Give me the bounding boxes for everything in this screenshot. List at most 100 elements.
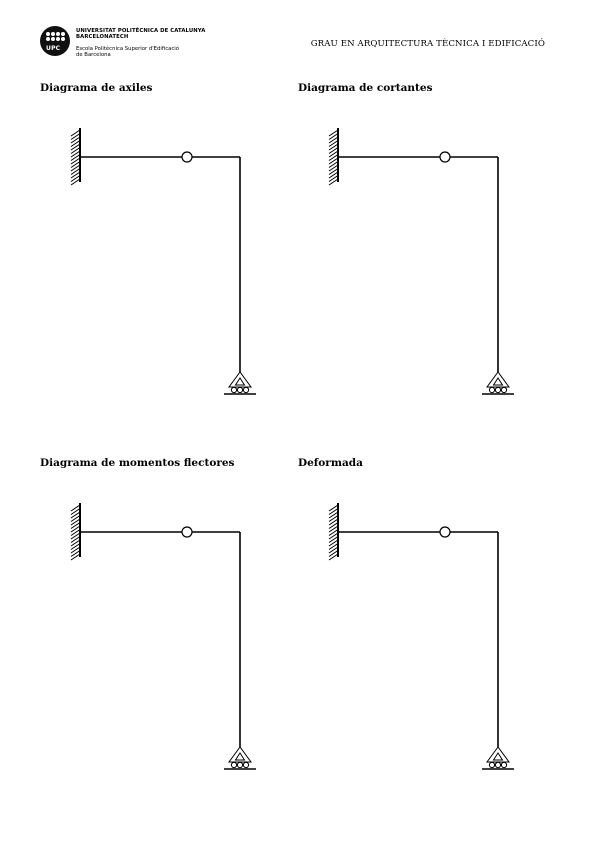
hatch-line bbox=[70, 178, 81, 186]
hatch-line bbox=[70, 175, 81, 182]
support-roller bbox=[488, 761, 496, 769]
roller-support-icon bbox=[224, 371, 256, 395]
hatch-line bbox=[328, 171, 339, 179]
panel-title-axial: Diagrama de axiles bbox=[40, 82, 153, 94]
hatch-line bbox=[328, 511, 339, 519]
hatch-line bbox=[328, 504, 339, 512]
hatch-line bbox=[328, 136, 339, 144]
hatch-line bbox=[70, 511, 81, 519]
upc-logo-icon: UPC bbox=[40, 26, 70, 56]
fixed-support-hatch bbox=[70, 504, 81, 561]
support-roller bbox=[494, 761, 502, 769]
support-inner-triangle bbox=[234, 377, 246, 386]
hatch-line bbox=[70, 504, 81, 512]
support-roller bbox=[494, 386, 502, 394]
school-line: Escola Politècnica Superior d'Edificació bbox=[76, 46, 179, 52]
frame-diagram-bending bbox=[70, 503, 256, 770]
hatch-line bbox=[70, 171, 81, 179]
support-roller bbox=[488, 386, 496, 394]
hatch-line bbox=[70, 546, 81, 554]
hatch-line bbox=[328, 147, 339, 154]
support-roller bbox=[236, 761, 244, 769]
hatch-line bbox=[328, 140, 339, 147]
page-header: UPC UNIVERSITAT POLITÈCNICA DE CATALUNYA… bbox=[0, 0, 599, 70]
logo-text: UPC bbox=[46, 45, 61, 52]
support-roller bbox=[236, 386, 244, 394]
hatch-line bbox=[328, 164, 339, 172]
hatch-line bbox=[328, 532, 339, 540]
hatch-line bbox=[70, 147, 81, 154]
hatch-line bbox=[70, 150, 81, 158]
support-roller bbox=[242, 386, 250, 394]
university-name: UNIVERSITAT POLITÈCNICA DE CATALUNYA BAR… bbox=[76, 28, 205, 41]
hatch-line bbox=[328, 522, 339, 529]
school-name: Escola Politècnica Superior d'Edificació… bbox=[76, 46, 179, 59]
hatch-line bbox=[328, 161, 339, 168]
roller-support-icon bbox=[482, 371, 514, 395]
hatch-line bbox=[70, 543, 81, 550]
hatch-line bbox=[70, 550, 81, 557]
hatch-line bbox=[70, 164, 81, 172]
roller-support-icon bbox=[482, 746, 514, 770]
panel-title-bending: Diagrama de momentos flectores bbox=[40, 457, 235, 469]
hatch-line bbox=[70, 515, 81, 522]
hatch-line bbox=[70, 525, 81, 533]
internal-hinge-icon bbox=[439, 151, 451, 163]
hatch-line bbox=[70, 140, 81, 147]
support-inner-triangle bbox=[234, 752, 246, 761]
panel-title-shear: Diagrama de cortantes bbox=[298, 82, 433, 94]
support-roller bbox=[230, 386, 238, 394]
hatch-line bbox=[70, 539, 81, 547]
hatch-line bbox=[70, 157, 81, 165]
hatch-line bbox=[328, 133, 339, 140]
hatch-line bbox=[328, 175, 339, 182]
hatch-line bbox=[70, 522, 81, 529]
internal-hinge-icon bbox=[181, 151, 193, 163]
hatch-line bbox=[70, 553, 81, 561]
hatch-line bbox=[70, 129, 81, 137]
hatch-line bbox=[328, 518, 339, 526]
support-inner-triangle bbox=[492, 752, 504, 761]
hatch-line bbox=[328, 143, 339, 151]
hatch-line bbox=[328, 543, 339, 550]
hatch-line bbox=[70, 161, 81, 168]
frame-diagram-axial bbox=[70, 128, 256, 395]
frame-group bbox=[70, 503, 256, 770]
fixed-support-hatch bbox=[328, 129, 339, 186]
hatch-line bbox=[70, 133, 81, 140]
hatch-line bbox=[70, 154, 81, 161]
frame-diagram-shear bbox=[328, 128, 514, 395]
panel-title-deformed: Deformada bbox=[298, 457, 363, 469]
hatch-line bbox=[70, 536, 81, 543]
frame-diagram-deformed bbox=[328, 503, 514, 770]
internal-hinge-icon bbox=[181, 526, 193, 538]
hatch-line bbox=[328, 157, 339, 165]
frame-group bbox=[70, 128, 256, 395]
hatch-line bbox=[70, 143, 81, 151]
frame-group bbox=[328, 503, 514, 770]
support-roller bbox=[230, 761, 238, 769]
internal-hinge-icon bbox=[439, 526, 451, 538]
hatch-line bbox=[328, 546, 339, 554]
hatch-line bbox=[70, 168, 81, 175]
hatch-line bbox=[328, 529, 339, 536]
hatch-line bbox=[328, 525, 339, 533]
hatch-line bbox=[328, 539, 339, 547]
support-roller bbox=[500, 386, 508, 394]
hatch-line bbox=[328, 508, 339, 515]
hatch-line bbox=[70, 136, 81, 144]
hatch-line bbox=[328, 168, 339, 175]
hatch-line bbox=[328, 536, 339, 543]
university-line: BARCELONATECH bbox=[76, 34, 129, 41]
hatch-line bbox=[328, 129, 339, 137]
hatch-line bbox=[328, 150, 339, 158]
degree-title: GRAU EN ARQUITECTURA TÈCNICA I EDIFICACI… bbox=[310, 39, 545, 49]
hatch-line bbox=[70, 508, 81, 515]
hatch-line bbox=[328, 178, 339, 186]
support-inner-triangle bbox=[492, 377, 504, 386]
fixed-support-hatch bbox=[70, 129, 81, 186]
hatch-line bbox=[328, 154, 339, 161]
hatch-line bbox=[328, 553, 339, 561]
hatch-line bbox=[70, 518, 81, 526]
school-line: de Barcelona bbox=[76, 52, 111, 59]
